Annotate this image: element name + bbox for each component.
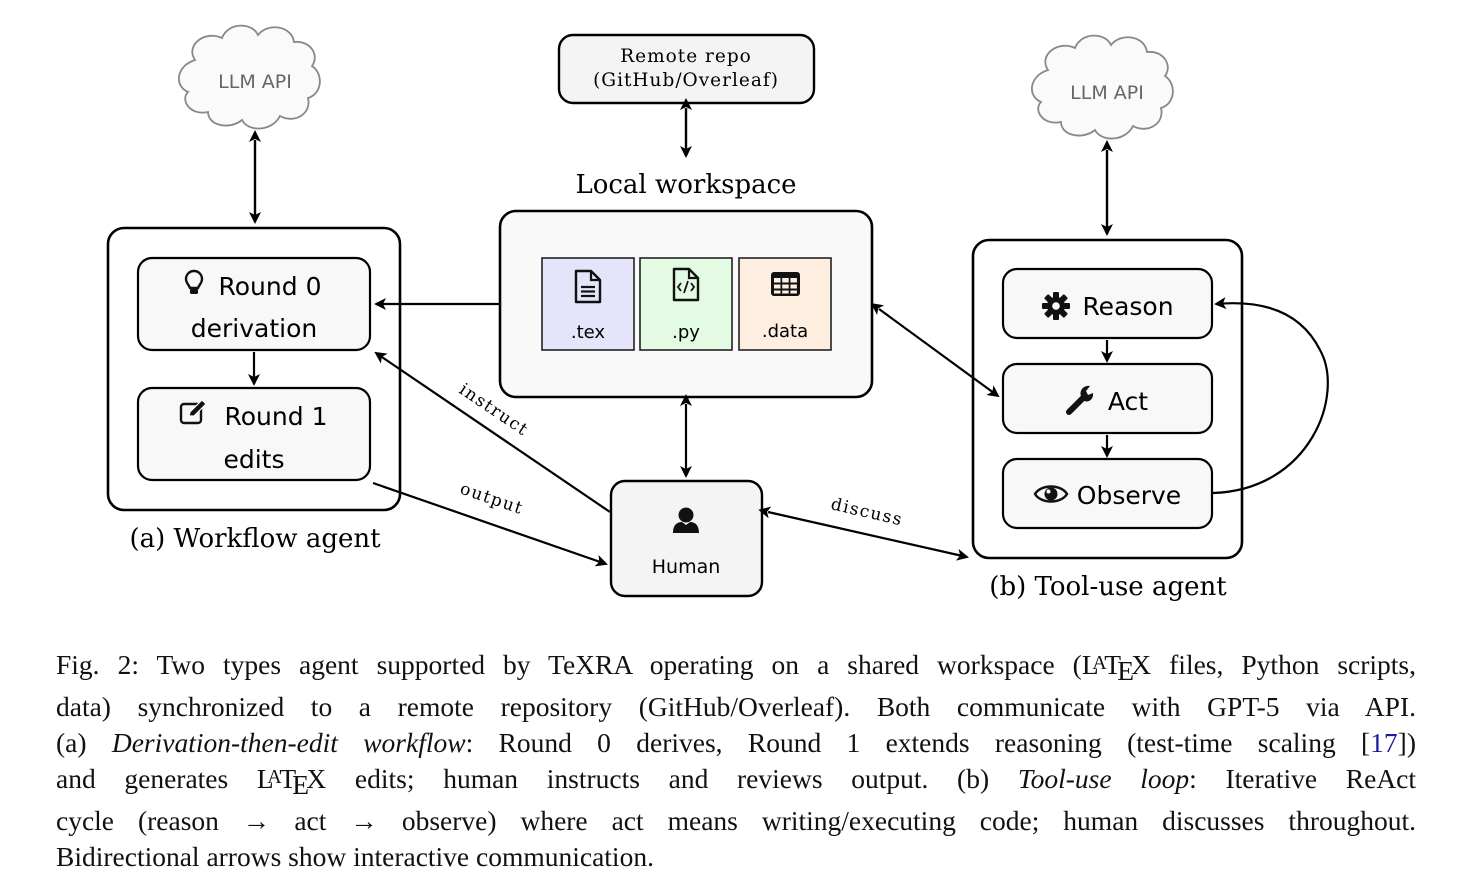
file-code-icon	[672, 267, 700, 302]
file-tex: .tex	[541, 257, 635, 351]
latex-logo: LATEX	[256, 763, 327, 801]
observe-node: Observe	[1001, 457, 1214, 530]
file-data: .data	[738, 257, 832, 351]
lightbulb-icon	[184, 269, 204, 294]
remote-repo-line2: (GitHub/Overleaf)	[593, 70, 779, 91]
cloud-icon	[1031, 34, 1174, 140]
output-arrow	[372, 481, 608, 567]
workspace-act-arrow	[870, 303, 1000, 398]
round1-node: Round 1 edits	[136, 386, 372, 482]
round1-title: Round 1	[225, 402, 328, 431]
discuss-arrow	[758, 506, 969, 561]
human-node: Human	[609, 479, 764, 598]
observe-to-reason-loop-arrow	[1212, 297, 1329, 495]
left-cloud-label: LLM API	[218, 71, 292, 93]
round0-node: Round 0 derivation	[136, 256, 372, 352]
eye-icon	[1033, 485, 1069, 503]
file-data-label: .data	[762, 321, 808, 342]
cloud-icon	[178, 24, 321, 130]
human-label: Human	[652, 556, 721, 578]
round0-subtitle: derivation	[191, 314, 317, 343]
remote-repo-line1: Remote repo	[620, 46, 752, 67]
latex-logo: LATEX	[1081, 648, 1152, 686]
output-label: output	[457, 479, 526, 519]
wrench-icon	[1066, 385, 1094, 415]
file-text-icon	[574, 269, 602, 304]
agent-diagram: LLM API LLM API Remote repo (GitHub/Over…	[106, 24, 1329, 602]
left-llm-api-cloud: LLM API	[178, 24, 321, 130]
caption-line-4: and generates LATEX edits; human instruc…	[56, 763, 1417, 801]
discuss-label: discuss	[829, 494, 905, 530]
caption-line-1: Fig. 2: Two types agent supported by TeX…	[56, 648, 1416, 686]
citation-link[interactable]: 17	[1370, 726, 1398, 758]
reason-label: Reason	[1082, 292, 1173, 321]
caption-line-2: data) synchronized to a remote repositor…	[56, 690, 1416, 722]
gear-icon	[1042, 292, 1070, 320]
workflow-agent-container: Round 0 derivation Round 1 edits	[106, 226, 402, 512]
table-icon	[771, 272, 800, 296]
tool-agent-container: Reason Act Observe	[971, 238, 1244, 560]
workflow-agent-caption: (a) Workflow agent	[129, 524, 381, 554]
remote-repo-node: Remote repo (GitHub/Overleaf)	[557, 33, 816, 105]
caption-line-6: Bidirectional arrows show interactive co…	[56, 840, 654, 872]
file-tex-label: .tex	[571, 322, 606, 343]
caption-line-3: (a) Derivation-then-edit workflow: Round…	[56, 726, 1416, 758]
right-llm-api-cloud: LLM API	[1031, 34, 1174, 140]
reason-node: Reason	[1001, 267, 1214, 340]
local-workspace-node: .tex .py	[498, 209, 874, 399]
file-py: .py	[639, 257, 733, 351]
instruct-arrow	[374, 351, 611, 513]
figure-caption: Fig. 2: Two types agent supported by TeX…	[56, 646, 1416, 875]
workspace-title: Local workspace	[575, 170, 796, 200]
observe-label: Observe	[1077, 481, 1181, 510]
act-node: Act	[1001, 362, 1214, 435]
file-py-label: .py	[672, 322, 700, 343]
user-icon	[673, 507, 699, 533]
tool-agent-caption: (b) Tool-use agent	[989, 572, 1227, 602]
act-label: Act	[1108, 387, 1148, 416]
caption-line-5: cycle (reason → act → observe) where act…	[56, 805, 1416, 837]
right-cloud-label: LLM API	[1070, 82, 1144, 104]
round0-title: Round 0	[219, 272, 322, 301]
round1-subtitle: edits	[223, 445, 284, 474]
edit-icon	[179, 399, 207, 425]
